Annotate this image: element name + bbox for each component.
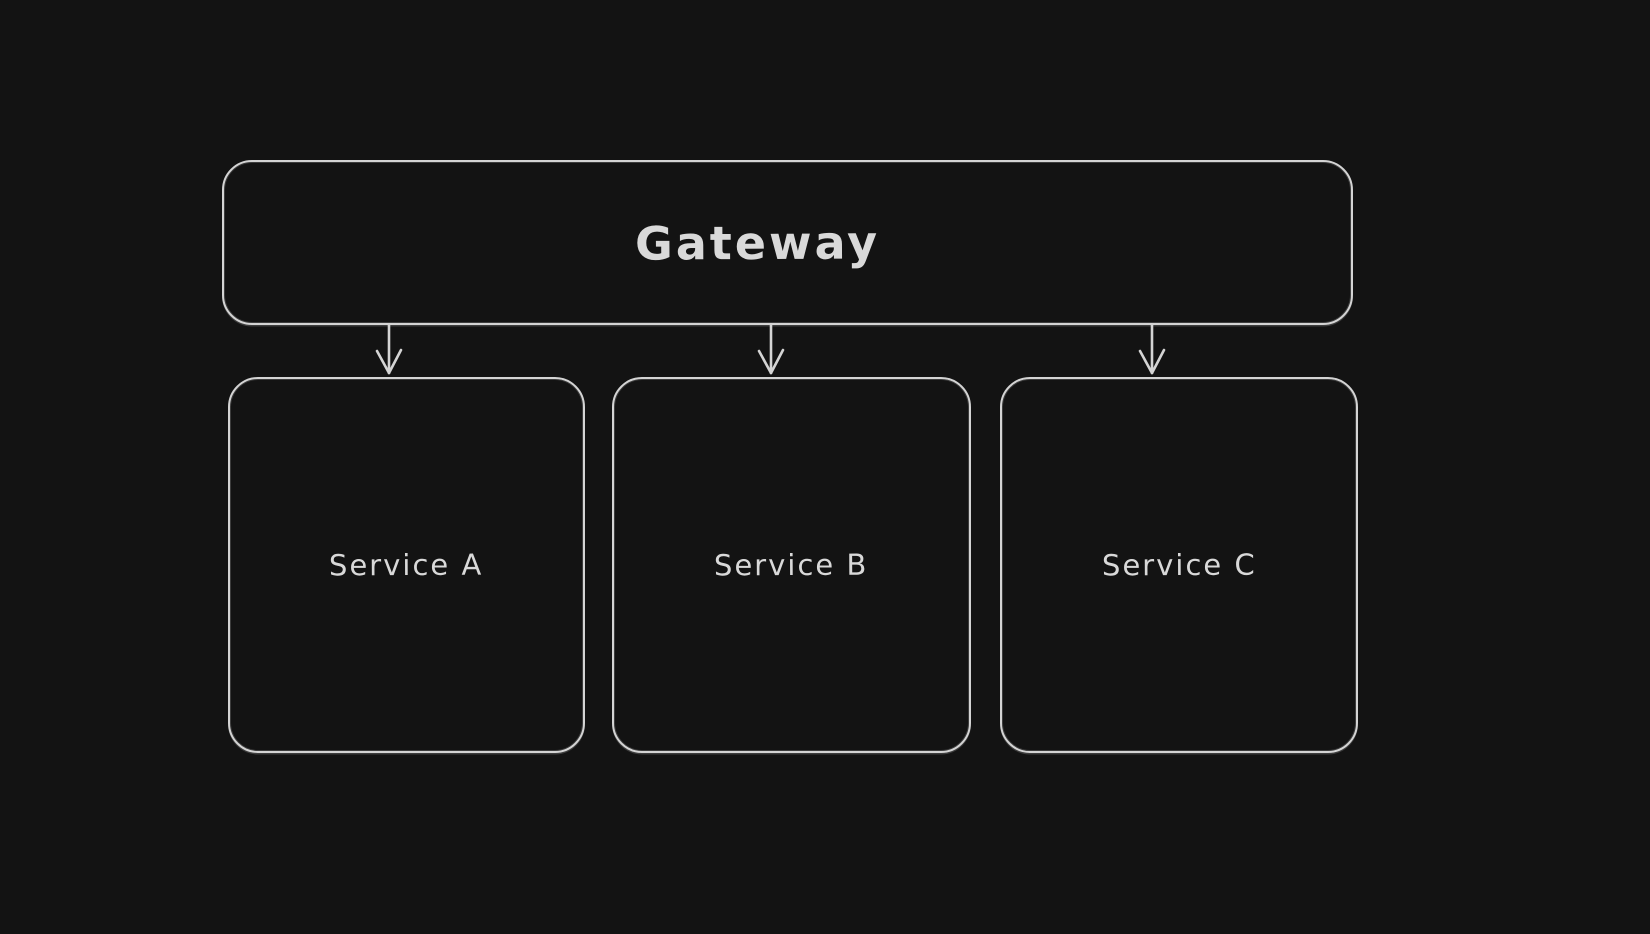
service-c-label: Service C bbox=[1101, 547, 1257, 583]
arrow-gateway-to-service-c-icon bbox=[1138, 323, 1166, 375]
service-b-label: Service B bbox=[714, 547, 869, 583]
arrow-gateway-to-service-a-icon bbox=[375, 323, 403, 375]
service-a-label: Service A bbox=[329, 547, 484, 583]
arrow-gateway-to-service-b-icon bbox=[757, 323, 785, 375]
service-b-node: Service B bbox=[612, 377, 971, 753]
gateway-node: Gateway bbox=[222, 160, 1353, 325]
gateway-label: Gateway bbox=[634, 214, 881, 271]
service-c-node: Service C bbox=[1000, 377, 1358, 753]
service-a-node: Service A bbox=[228, 377, 585, 753]
